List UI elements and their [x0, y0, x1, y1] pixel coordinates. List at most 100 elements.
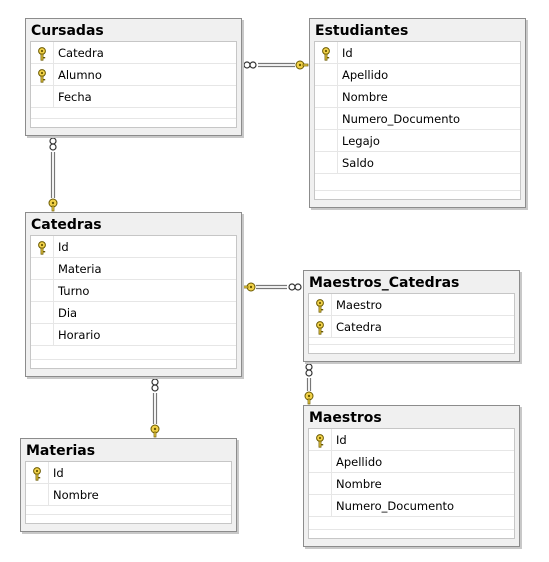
column-row[interactable]: Id — [309, 429, 514, 451]
column-list-footer — [309, 529, 514, 530]
one-end-key-icon — [249, 285, 253, 289]
column-row[interactable]: Nombre — [309, 473, 514, 495]
column-row[interactable]: Id — [26, 462, 231, 484]
row-selector — [26, 462, 49, 483]
primary-key-icon — [320, 46, 332, 61]
many-end-marker — [49, 137, 57, 145]
one-end-key-icon — [307, 394, 311, 398]
column-row[interactable]: Nombre — [26, 484, 231, 506]
column-row[interactable]: Dia — [31, 302, 236, 324]
many-end-marker — [305, 369, 313, 377]
table-title: Materias — [26, 443, 96, 459]
column-row[interactable]: Catedra — [309, 316, 514, 338]
many-end-marker — [294, 283, 302, 291]
row-selector — [26, 484, 49, 505]
primary-key-icon — [314, 298, 326, 313]
one-end-key-icon — [153, 427, 157, 431]
column-name: Fecha — [58, 90, 92, 104]
column-list-footer — [26, 514, 231, 515]
relationship-cursadas-catedras — [48, 137, 58, 212]
row-selector — [309, 451, 332, 472]
one-end-key-icon — [298, 63, 302, 67]
column-row[interactable]: Fecha — [31, 86, 236, 108]
row-selector — [315, 64, 338, 85]
many-end-marker — [151, 384, 159, 392]
primary-key-icon — [36, 68, 48, 83]
column-row[interactable]: Id — [315, 42, 520, 64]
column-row[interactable]: Legajo — [315, 130, 520, 152]
row-selector — [31, 324, 54, 345]
row-selector — [31, 42, 54, 63]
column-list-footer — [31, 359, 236, 360]
column-row[interactable]: Apellido — [309, 451, 514, 473]
column-row[interactable]: Apellido — [315, 64, 520, 86]
one-end-key-icon — [302, 63, 309, 67]
column-row[interactable]: Alumno — [31, 64, 236, 86]
primary-key-icon — [314, 320, 326, 335]
column-row[interactable]: Numero_Documento — [315, 108, 520, 130]
many-end-marker — [151, 378, 159, 386]
table-title: Maestros_Catedras — [309, 275, 460, 291]
one-end-key-icon — [51, 201, 55, 205]
column-name: Nombre — [336, 477, 382, 491]
row-selector — [309, 495, 332, 516]
column-name: Numero_Documento — [342, 112, 461, 126]
many-end-marker — [305, 363, 313, 371]
row-selector — [31, 258, 54, 279]
column-row[interactable]: Nombre — [315, 86, 520, 108]
column-name: Saldo — [342, 156, 374, 170]
column-list-footer — [309, 344, 514, 345]
column-row[interactable]: Numero_Documento — [309, 495, 514, 517]
many-end-marker — [249, 61, 257, 69]
primary-key-icon — [31, 466, 43, 481]
column-name: Id — [53, 466, 64, 480]
many-end-marker — [243, 61, 251, 69]
row-selector — [315, 152, 338, 173]
column-row[interactable]: Horario — [31, 324, 236, 346]
relationship-catedras-materias — [150, 378, 160, 438]
column-row[interactable]: Catedra — [31, 42, 236, 64]
primary-key-icon — [36, 46, 48, 61]
column-row[interactable]: Turno — [31, 280, 236, 302]
primary-key-icon — [314, 433, 326, 448]
row-selector — [315, 108, 338, 129]
row-selector — [309, 473, 332, 494]
relationship-cursadas-estudiantes — [243, 60, 309, 70]
column-row[interactable]: Id — [31, 236, 236, 258]
column-name: Alumno — [58, 68, 102, 82]
column-row[interactable]: Saldo — [315, 152, 520, 174]
many-end-marker — [288, 283, 296, 291]
row-selector — [309, 316, 332, 337]
row-selector — [309, 294, 332, 315]
column-name: Nombre — [342, 90, 388, 104]
row-selector — [31, 302, 54, 323]
column-name: Nombre — [53, 488, 99, 502]
column-list-footer — [31, 118, 236, 119]
column-row[interactable]: Maestro — [309, 294, 514, 316]
row-selector — [31, 280, 54, 301]
column-name: Id — [336, 433, 347, 447]
one-end-key-icon — [51, 205, 55, 212]
table-title: Cursadas — [31, 23, 104, 39]
column-name: Turno — [58, 284, 90, 298]
column-row[interactable]: Materia — [31, 258, 236, 280]
column-name: Legajo — [342, 134, 380, 148]
column-name: Id — [342, 46, 353, 60]
relationship-maestros-catedras-catedras — [242, 282, 302, 292]
column-name: Dia — [58, 306, 78, 320]
column-list-footer — [315, 190, 520, 191]
many-end-marker — [49, 143, 57, 151]
row-selector — [315, 42, 338, 63]
